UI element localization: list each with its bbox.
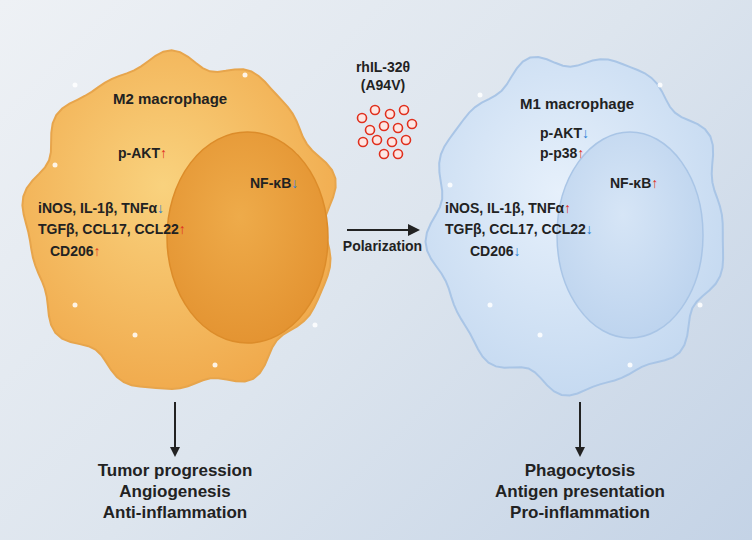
particle	[373, 136, 382, 145]
protein-particles	[358, 106, 417, 159]
vesicle	[628, 363, 633, 368]
particle	[388, 138, 397, 147]
particle	[394, 150, 403, 159]
particle	[380, 122, 389, 131]
vesicle	[73, 303, 78, 308]
cell-membrane	[22, 50, 335, 389]
up-arrow-glyph: ↑	[577, 145, 584, 161]
marker-text: p-AKT↓	[540, 125, 589, 142]
function-label: Antigen presentation	[430, 481, 730, 502]
particle	[386, 110, 395, 119]
polarization-arrow	[347, 229, 418, 231]
particle	[402, 136, 411, 145]
down-arrow-glyph: ↓	[157, 200, 164, 216]
marker-text: TGFβ, CCL17, CCL22↓	[445, 221, 593, 238]
marker-text: p-p38↑	[540, 145, 584, 162]
marker-text: TGFβ, CCL17, CCL22↑	[38, 221, 186, 238]
vesicle	[698, 303, 703, 308]
macrophage-cell: M2 macrophage p-AKT↑ iNOS, IL-1β, TNFα↓ TGF…	[15, 45, 345, 402]
marker-text: p-AKT↑	[118, 145, 167, 162]
down-arrow-glyph: ↓	[514, 243, 521, 259]
down-arrow-glyph: ↓	[582, 125, 589, 141]
vesicle	[478, 93, 483, 98]
treatment-label: rhIL-32θ (A94V)	[342, 58, 424, 94]
marker-text: NF-κB↑	[610, 175, 658, 192]
nucleus-outline	[165, 130, 330, 345]
vesicle	[538, 333, 543, 338]
nucleus-membrane	[167, 132, 328, 343]
up-arrow-glyph: ↑	[651, 175, 658, 191]
up-arrow-glyph: ↑	[160, 145, 167, 161]
particle	[371, 106, 380, 115]
down-arrow	[579, 402, 581, 452]
cell-name: M2 macrophage	[113, 90, 227, 107]
vesicle	[73, 83, 78, 88]
nucleus-membrane	[557, 132, 703, 338]
down-arrow-glyph: ↓	[291, 175, 298, 191]
down-arrow	[174, 402, 176, 452]
vesicle	[448, 183, 453, 188]
marker-text: CD206↓	[470, 243, 521, 260]
particle	[366, 126, 375, 135]
marker-text: CD206↑	[50, 243, 101, 260]
marker-text: iNOS, IL-1β, TNFα↑	[445, 200, 571, 217]
function-label: Pro-inflammation	[430, 502, 730, 523]
vesicle	[133, 333, 138, 338]
particle	[400, 106, 409, 115]
marker-text: NF-κB↓	[250, 175, 298, 192]
vesicle	[488, 303, 493, 308]
down-arrow-glyph: ↓	[586, 221, 593, 237]
cell-name: M1 macrophage	[520, 95, 634, 112]
vesicle	[313, 323, 318, 328]
function-label: Anti-inflammation	[25, 502, 325, 523]
vesicle	[658, 83, 663, 88]
up-arrow-glyph: ↑	[94, 243, 101, 259]
function-label: Tumor progression	[25, 460, 325, 481]
particle	[394, 124, 403, 133]
vesicle	[213, 363, 218, 368]
up-arrow-glyph: ↑	[179, 221, 186, 237]
cell-membrane	[426, 57, 724, 395]
particle	[359, 138, 368, 147]
macrophage-cell: M1 macrophage p-AKT↓ p-p38↑ iNOS, IL-1β, TN…	[420, 45, 735, 402]
edge-label: Polarization	[343, 238, 422, 254]
up-arrow-glyph: ↑	[564, 200, 571, 216]
particle	[408, 120, 417, 129]
particle	[358, 114, 367, 123]
cell-nucleus: NF-κB↓	[165, 130, 330, 345]
function-label: Phagocytosis	[430, 460, 730, 481]
vesicle	[243, 73, 248, 78]
particle	[380, 150, 389, 159]
vesicle	[53, 163, 58, 168]
function-label: Angiogenesis	[25, 481, 325, 502]
marker-text: iNOS, IL-1β, TNFα↓	[38, 200, 164, 217]
